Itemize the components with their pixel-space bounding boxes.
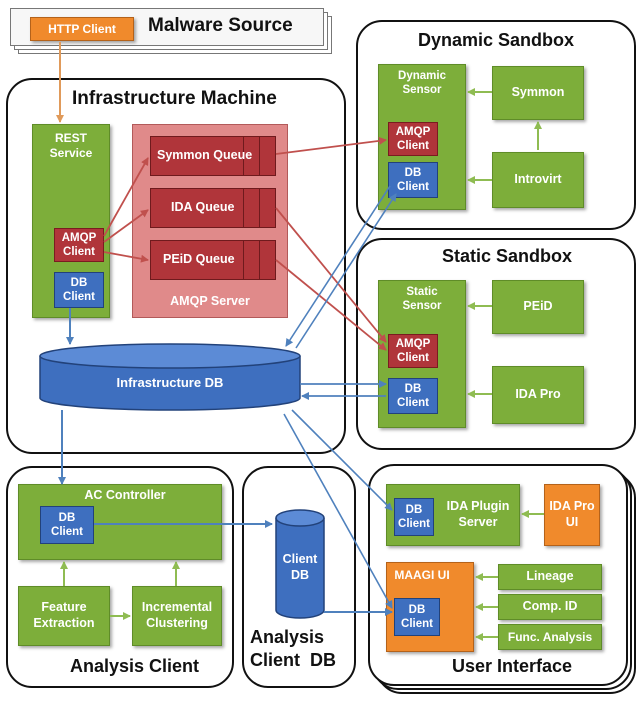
symmon-queue-label: Symmon Queue xyxy=(157,148,253,162)
analysis-client-title: Analysis Client xyxy=(70,656,200,676)
lineage-box: Lineage xyxy=(498,564,602,590)
queue-cell-divider xyxy=(259,189,260,227)
maagi-ui-label: MAAGI UI xyxy=(394,567,450,582)
peid-queue: PEiD Queue xyxy=(150,240,276,280)
ida-pro-ui-box: IDA Pro UI xyxy=(544,484,600,546)
analysis-client-db-title: Analysis Client DB xyxy=(250,627,337,671)
static-sandbox-title: Static Sandbox xyxy=(442,246,573,266)
func-analysis-box: Func. Analysis xyxy=(498,624,602,650)
symmon-queue: Symmon Queue xyxy=(150,136,276,176)
queue-cell-divider xyxy=(243,241,244,279)
ac-controller-box xyxy=(18,484,222,560)
ida-queue-label: IDA Queue xyxy=(171,200,235,214)
user-interface-title: User Interface xyxy=(452,656,573,676)
queue-cell-divider xyxy=(259,241,260,279)
feature-extraction-box: Feature Extraction xyxy=(18,586,110,646)
static-db-client: DB Client xyxy=(388,378,438,414)
dynamic-amqp-client: AMQP Client xyxy=(388,122,438,156)
comp-id-box: Comp. ID xyxy=(498,594,602,620)
dynamic-sandbox-title: Dynamic Sandbox xyxy=(418,30,575,50)
ui-plugin-db-client: DB Client xyxy=(394,498,434,536)
dynamic-db-client: DB Client xyxy=(388,162,438,198)
static-amqp-client: AMQP Client xyxy=(388,334,438,368)
ida-queue: IDA Queue xyxy=(150,188,276,228)
symmon-box: Symmon xyxy=(492,66,584,120)
malware-source-title: Malware Source xyxy=(148,15,293,36)
queue-cell-divider xyxy=(243,189,244,227)
infrastructure-machine-title: Infrastructure Machine xyxy=(72,88,277,109)
infra-amqp-client: AMQP Client xyxy=(54,228,104,262)
ida-plugin-server-label: IDA Plugin Server xyxy=(446,499,510,529)
client-db-label: Client DB xyxy=(282,552,318,582)
introvirt-box: Introvirt xyxy=(492,152,584,208)
infra-db-client: DB Client xyxy=(54,272,104,308)
queue-cell-divider xyxy=(243,137,244,175)
peid-queue-label: PEiD Queue xyxy=(163,252,235,266)
ida-pro-box: IDA Pro xyxy=(492,366,584,424)
incremental-clustering-box: Incremental Clustering xyxy=(132,586,222,646)
peid-box: PEiD xyxy=(492,280,584,334)
ui-maagi-db-client: DB Client xyxy=(394,598,440,636)
http-client-box: HTTP Client xyxy=(30,17,134,41)
queue-cell-divider xyxy=(259,137,260,175)
infrastructure-db-label: Infrastructure DB xyxy=(116,374,224,390)
ac-db-client: DB Client xyxy=(40,506,94,544)
amqp-server-label: AMQP Server xyxy=(170,294,250,309)
ac-controller-label: AC Controller xyxy=(84,488,166,503)
